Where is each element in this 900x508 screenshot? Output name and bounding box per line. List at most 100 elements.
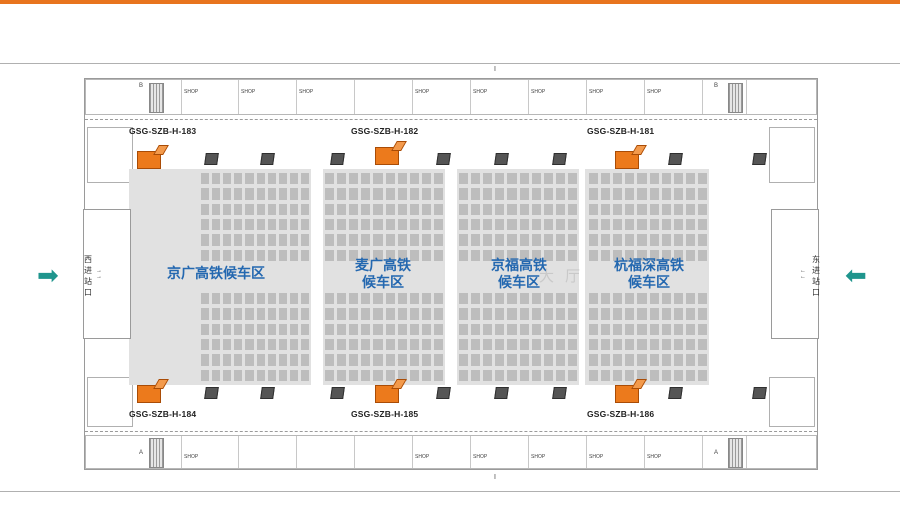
kiosk-code: GSG-SZB-H-184 <box>129 409 197 419</box>
seat-block <box>361 218 371 231</box>
seat-block <box>555 369 565 381</box>
seat-block <box>543 354 553 366</box>
seat-block <box>234 188 243 200</box>
seat-block <box>409 173 419 185</box>
seat-block <box>349 188 359 200</box>
seat-block <box>289 188 298 200</box>
seat-block <box>589 308 599 320</box>
seat-block <box>519 173 529 185</box>
seat-block <box>613 323 623 335</box>
seat-block <box>373 173 383 185</box>
seat-block <box>637 338 647 351</box>
seat-block <box>613 173 623 185</box>
seat-block <box>519 203 529 215</box>
seat-block <box>373 338 383 351</box>
machine-icon <box>752 153 767 165</box>
seat-block <box>349 293 359 305</box>
seat-block <box>373 369 383 381</box>
seat-block <box>459 203 469 215</box>
seat-block <box>433 338 443 351</box>
seat-block <box>361 173 371 185</box>
seat-block <box>459 323 469 335</box>
seat-block <box>495 369 505 381</box>
east-entrance-arrow-icon: ⬅ <box>845 260 867 290</box>
seat-block <box>409 203 419 215</box>
seat-block <box>685 308 695 320</box>
seat-block <box>267 173 276 185</box>
zone-label-1: 京广高铁候车区 <box>167 265 265 281</box>
seat-block <box>637 354 647 366</box>
seat-block <box>223 293 232 305</box>
seat-block <box>385 293 395 305</box>
seat-block <box>567 218 577 231</box>
seat-block <box>483 293 493 305</box>
seat-block <box>245 338 254 351</box>
seat-block <box>289 308 298 320</box>
kiosk-code: GSG-SZB-H-181 <box>587 126 655 136</box>
corner-mark-top-right: B <box>714 83 719 89</box>
seat-block <box>361 293 371 305</box>
seat-block <box>385 203 395 215</box>
seat-block <box>300 338 309 351</box>
seat-block <box>300 369 309 381</box>
seat-block <box>373 188 383 200</box>
seat-block <box>673 249 683 261</box>
seat-block <box>613 308 623 320</box>
seat-block <box>267 203 276 215</box>
seat-block <box>223 188 232 200</box>
seat-block <box>697 188 707 200</box>
seat-block <box>223 234 232 246</box>
seat-block <box>567 173 577 185</box>
seat-block <box>245 173 254 185</box>
seat-block <box>531 308 541 320</box>
seat-block <box>278 338 287 351</box>
seat-block <box>649 323 659 335</box>
seat-block <box>555 203 565 215</box>
seat-block <box>337 338 347 351</box>
seat-block <box>385 234 395 246</box>
seat-block <box>531 188 541 200</box>
shop-cell: SHOP <box>181 80 238 114</box>
seat-block <box>385 249 395 261</box>
seat-block <box>661 173 671 185</box>
bottom-dashed-line <box>85 431 817 432</box>
seat-block <box>649 173 659 185</box>
seat-block <box>433 369 443 381</box>
seat-block <box>471 249 481 261</box>
seat-block <box>201 203 210 215</box>
seat-block <box>483 173 493 185</box>
machine-icon <box>752 387 767 399</box>
seat-block <box>601 323 611 335</box>
seat-block <box>601 308 611 320</box>
seat-block <box>555 323 565 335</box>
seat-block <box>613 203 623 215</box>
seat-block <box>673 323 683 335</box>
seat-block <box>673 188 683 200</box>
seat-block <box>673 369 683 381</box>
seat-block <box>234 354 243 366</box>
seat-block <box>519 323 529 335</box>
kiosk-icon <box>375 385 399 403</box>
seat-block <box>349 218 359 231</box>
machine-icon <box>260 387 275 399</box>
seat-block <box>531 354 541 366</box>
seat-block <box>471 203 481 215</box>
east-gate-box <box>771 209 819 339</box>
kiosk-code: GSG-SZB-H-183 <box>129 126 197 136</box>
seat-block <box>223 249 232 261</box>
seat-block <box>361 188 371 200</box>
seat-block <box>625 369 635 381</box>
seat-block <box>507 323 517 335</box>
seat-block <box>555 188 565 200</box>
seat-block <box>433 218 443 231</box>
hall-watermark-1: 大 <box>539 268 555 285</box>
seat-block <box>555 173 565 185</box>
seat-block <box>685 293 695 305</box>
machine-icon <box>436 387 451 399</box>
seat-block <box>459 338 469 351</box>
seat-block <box>589 188 599 200</box>
seat-block <box>212 323 221 335</box>
seat-block <box>673 173 683 185</box>
seat-block <box>519 293 529 305</box>
seat-block <box>507 188 517 200</box>
